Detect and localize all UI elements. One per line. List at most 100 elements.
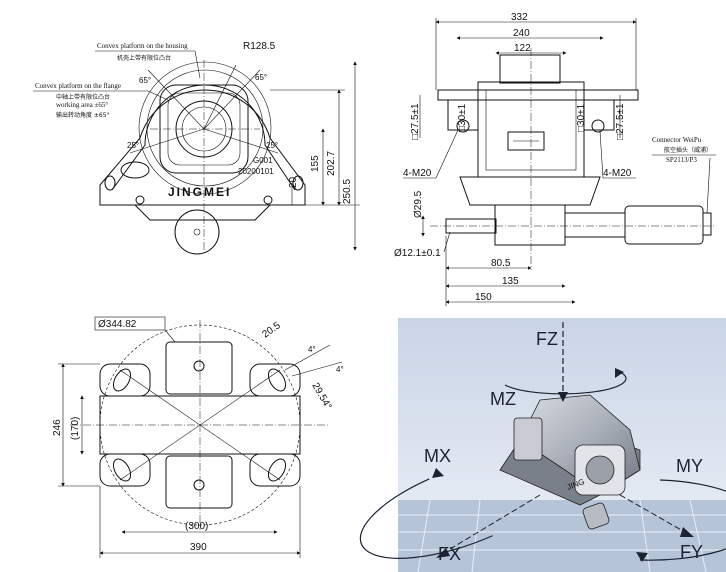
mount-hole-left <box>104 175 116 191</box>
working-area-note: working area ±65° <box>56 101 108 109</box>
render-3d-panel: JING FZ MZ MX MY FX FY <box>359 318 726 572</box>
angle-ray-2 <box>291 361 343 377</box>
housing-outline <box>99 89 306 206</box>
slot-tl <box>112 368 132 392</box>
bottom-lug-hole <box>193 479 205 491</box>
panel-col-1 <box>417 499 431 572</box>
label-my: MY <box>676 456 703 476</box>
dim-20-5: 20.5 <box>260 320 283 340</box>
housing-note-leader <box>194 50 201 79</box>
base-body <box>459 176 601 206</box>
connector-body <box>624 205 704 245</box>
front-view: JINGMEI G001 20200101 R128.5 65° 65° 25°… <box>33 41 360 255</box>
serial-number: G001 <box>253 156 273 165</box>
mx-arrow-icon <box>432 468 444 478</box>
flange-note-en: Convex platform on the flange <box>35 82 121 90</box>
dia-leader <box>164 329 176 343</box>
mount-hole-right <box>292 175 304 191</box>
bolt-right-leader <box>599 130 604 179</box>
top-plate <box>437 89 639 101</box>
top-lug <box>165 341 233 395</box>
fx-axis <box>439 494 541 556</box>
sq-30-right: □30±1 <box>576 103 587 132</box>
bolt-callout-left: 4-M20 <box>403 168 432 179</box>
connector-tube <box>564 212 626 238</box>
connector-note-en: Connector WeiPu <box>652 136 702 144</box>
angle-65-left: 65° <box>139 76 151 85</box>
small-hole-left <box>135 195 145 205</box>
radius-leader <box>203 64 237 130</box>
dim-80-5: 80.5 <box>491 258 511 269</box>
fz-arrow-icon <box>558 392 568 402</box>
radius-label: R128.5 <box>243 41 276 52</box>
panel-col-4 <box>689 499 707 572</box>
render-bore <box>585 455 615 485</box>
panel-col-2 <box>471 499 481 572</box>
ray-65-left <box>147 69 205 130</box>
render-connector <box>582 502 610 530</box>
connector-note-cn: 航空插头（威浦） <box>664 146 712 154</box>
dim-246: 246 <box>52 419 63 436</box>
ray-25-right <box>203 128 279 154</box>
housing-circle <box>138 61 272 195</box>
connector-part: SP2113/P3 <box>666 156 697 164</box>
foot-br <box>249 453 301 487</box>
fy-axis <box>619 494 691 536</box>
bolt-left-leader <box>435 129 459 179</box>
slot-br <box>267 458 287 482</box>
label-fy: FY <box>680 542 703 562</box>
dim-4-b: 4° <box>336 365 344 374</box>
top-lug-hole <box>193 360 205 372</box>
brand-text: JINGMEI <box>168 185 231 199</box>
product-render: JING <box>499 394 641 530</box>
label-fz: FZ <box>536 329 558 349</box>
angle-25-left: 25° <box>127 141 139 150</box>
angle-65-right: 65° <box>255 73 267 82</box>
dim-155: 155 <box>310 155 321 172</box>
lower-block <box>494 204 566 246</box>
flange-note-leader <box>147 90 169 101</box>
top-flange <box>499 54 561 84</box>
dia-344-82: Ø344.82 <box>98 319 137 330</box>
main-bar <box>99 395 301 455</box>
bottom-view: Ø344.82 20.5 4° 4° 29.54° 246 (170) (300… <box>52 316 344 558</box>
ray-65-right <box>203 69 261 130</box>
label-mz: MZ <box>490 389 516 409</box>
connector-boss <box>174 209 220 255</box>
connector-center <box>193 228 201 236</box>
ray-25-left <box>129 128 205 154</box>
side-view: 332 240 122 □27.5±1 □30±1 □30±1 □27.5±1 <box>394 12 716 306</box>
date-code: 20200101 <box>238 167 274 176</box>
base-outline <box>99 185 305 221</box>
mz-rotation-arc <box>504 371 627 395</box>
connector-cap <box>702 212 712 236</box>
foot-tr <box>249 363 301 397</box>
bolt-left <box>456 119 470 133</box>
my-arrow-icon <box>636 552 648 562</box>
name-plate <box>507 131 545 151</box>
slot-tr <box>267 368 287 392</box>
bolt-right <box>591 119 605 133</box>
angle-ray-1 <box>284 344 331 371</box>
brand-logo-icon <box>120 161 150 179</box>
dia-12-1: Ø12.1±0.1 <box>394 248 441 259</box>
fy-arrow-icon <box>680 527 694 537</box>
connector-leader <box>706 157 711 214</box>
dim-202-7: 202.7 <box>326 151 337 176</box>
angle-29-54: 29.54° <box>309 381 333 412</box>
dim-250-5: 250.5 <box>342 179 353 204</box>
foot-tl <box>99 363 151 397</box>
dim-240: 240 <box>513 28 530 39</box>
dim-390: 390 <box>190 542 207 553</box>
force-axes <box>359 322 726 562</box>
slot-bl <box>112 458 132 482</box>
label-fx: FX <box>438 544 461 564</box>
dim-4-a: 4° <box>308 345 316 354</box>
sq-30-left: □30±1 <box>457 103 468 132</box>
flange-circle <box>146 69 264 187</box>
dim-150: 150 <box>475 292 492 303</box>
dim-300: (300) <box>185 521 208 532</box>
dim-122: 122 <box>514 43 531 54</box>
side-block-right <box>583 99 615 131</box>
